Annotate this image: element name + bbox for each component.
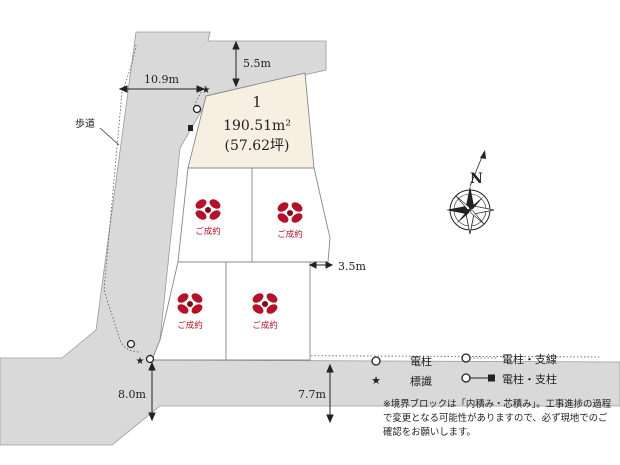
ribbon-icon <box>277 202 303 223</box>
dim-left-road: 10.9m <box>144 73 179 86</box>
legend-support-label: 電柱・支柱 <box>502 373 557 386</box>
legend-icons: ★ <box>371 353 496 387</box>
lot-sold-c[interactable] <box>151 261 227 361</box>
sold-marker-d: ご成約 <box>252 293 278 331</box>
support-legend-icon <box>461 373 471 383</box>
sign-star-icon: ★ <box>202 85 211 96</box>
north-label: N <box>470 171 483 187</box>
sold-label: ご成約 <box>277 229 303 240</box>
utility-pole-icon <box>126 339 136 349</box>
sold-label: ご成約 <box>195 226 221 237</box>
ribbon-icon <box>177 293 203 314</box>
pole-legend-icon <box>371 356 381 366</box>
support-post-icon <box>188 125 193 131</box>
sold-label: ご成約 <box>252 320 278 331</box>
sold-marker-b: ご成約 <box>277 202 303 240</box>
sold-marker-a: ご成約 <box>195 199 221 237</box>
sign-legend-icon: ★ <box>371 374 381 387</box>
guy-wire-legend-icon <box>461 353 471 363</box>
dimension-lines <box>99 40 334 424</box>
utility-pole-icon <box>192 104 202 114</box>
dim-top-road: 5.5m <box>243 57 271 70</box>
sidewalk-label: 歩道 <box>75 117 95 130</box>
ribbon-icon <box>195 199 221 220</box>
legend-pole-label: 電柱 <box>410 355 432 368</box>
sign-star-icon: ★ <box>136 356 145 367</box>
boundary-note: ※境界ブロックは「内積み・芯積み」。工事進捗の過程で変更となる可能性がありますの… <box>383 399 612 438</box>
legend-guy-wire-label: 電柱・支線 <box>502 353 557 366</box>
lot-1-number: 1 <box>252 93 262 111</box>
legend-sign-label: 標識 <box>410 375 432 388</box>
lot-1-area-tsubo: (57.62坪) <box>224 138 289 154</box>
utility-pole-icon <box>145 354 155 364</box>
lot-1-area-sqm: 190.51m² <box>223 118 291 134</box>
sold-marker-c: ご成約 <box>177 293 203 331</box>
sidewalk-lines <box>103 44 601 358</box>
dim-bottom-left: 8.0m <box>118 388 146 401</box>
compass-icon <box>446 150 495 235</box>
plan-markers: ★ ★ <box>126 85 211 367</box>
sold-label: ご成約 <box>177 320 203 331</box>
ribbon-icon <box>252 293 278 314</box>
dim-right-road: 3.5m <box>338 260 366 273</box>
dim-bottom-right: 7.7m <box>298 388 326 401</box>
